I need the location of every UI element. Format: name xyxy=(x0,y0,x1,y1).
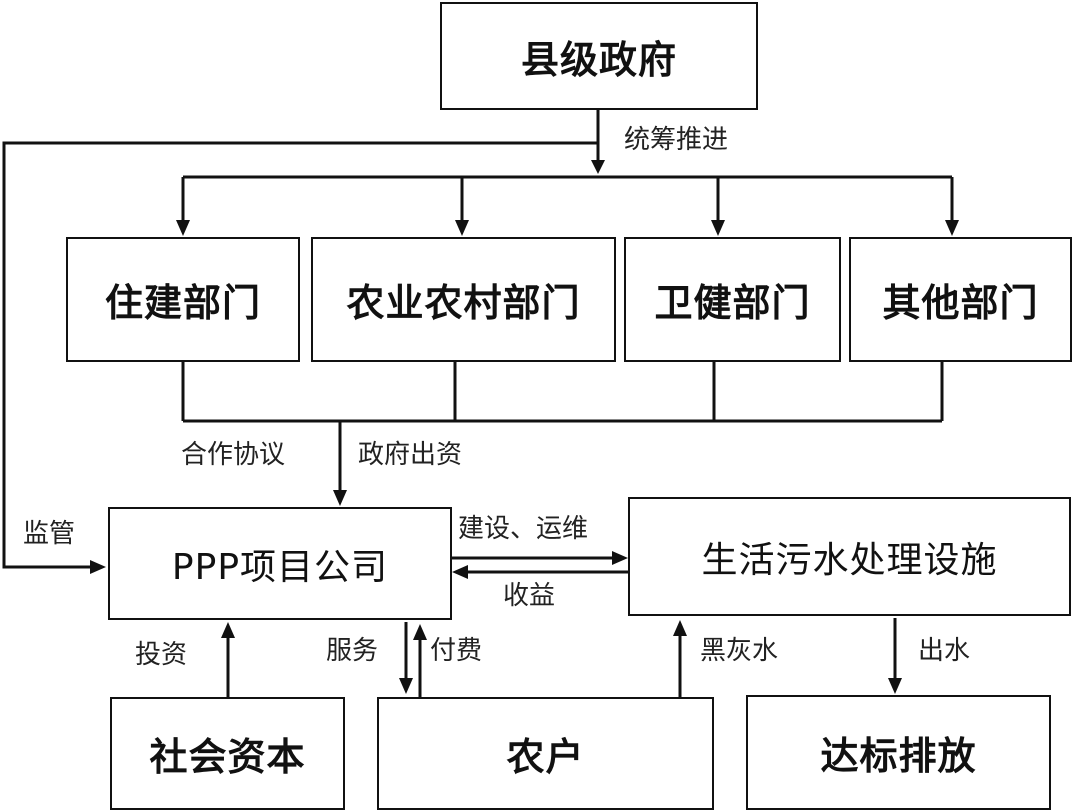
county-government-box: 县级政府 xyxy=(440,2,758,110)
service-arrowhead xyxy=(399,678,413,694)
payment-arrowhead xyxy=(413,624,427,640)
agri-rural-dept-box: 农业农村部门 xyxy=(311,237,616,362)
supervise-label: 监管 xyxy=(23,519,76,549)
supervise-loop-line xyxy=(2,141,598,569)
payment-label: 付费 xyxy=(430,636,483,666)
gov-funding-label: 政府出资 xyxy=(358,440,463,470)
housing-arrowhead xyxy=(176,220,190,236)
agri-arrowhead xyxy=(455,220,469,236)
other-arrowhead xyxy=(945,220,959,236)
supervise-arrowhead xyxy=(90,560,106,574)
ppp-company-box: PPP项目公司 xyxy=(108,507,452,620)
build-operate-arrowhead xyxy=(612,551,628,565)
revenue-label: 收益 xyxy=(503,581,556,611)
invest-arrowhead xyxy=(221,622,235,638)
outflow-label: 出水 xyxy=(918,636,971,666)
health-dept-box: 卫健部门 xyxy=(624,237,841,362)
to-ppp-arrowhead xyxy=(333,490,347,506)
discharge-standard-box: 达标排放 xyxy=(746,695,1051,810)
build-operate-label: 建设、运维 xyxy=(458,514,589,544)
invest-label: 投资 xyxy=(135,640,188,670)
sewage-facility-box: 生活污水处理设施 xyxy=(628,497,1071,616)
social-capital-box: 社会资本 xyxy=(110,697,345,810)
blackgray-water-label: 黑灰水 xyxy=(700,636,779,666)
gov-down-arrowhead xyxy=(591,160,605,174)
blackgray-water-arrowhead xyxy=(673,620,687,636)
household-box: 农户 xyxy=(377,697,714,810)
coordinate-label: 统筹推进 xyxy=(624,125,729,155)
outflow-arrowhead xyxy=(888,678,902,694)
service-label: 服务 xyxy=(326,636,379,666)
health-arrowhead xyxy=(711,220,725,236)
other-dept-box: 其他部门 xyxy=(849,237,1072,362)
housing-dept-box: 住建部门 xyxy=(66,237,300,362)
cooperation-label: 合作协议 xyxy=(181,440,286,470)
revenue-arrowhead xyxy=(452,565,468,579)
